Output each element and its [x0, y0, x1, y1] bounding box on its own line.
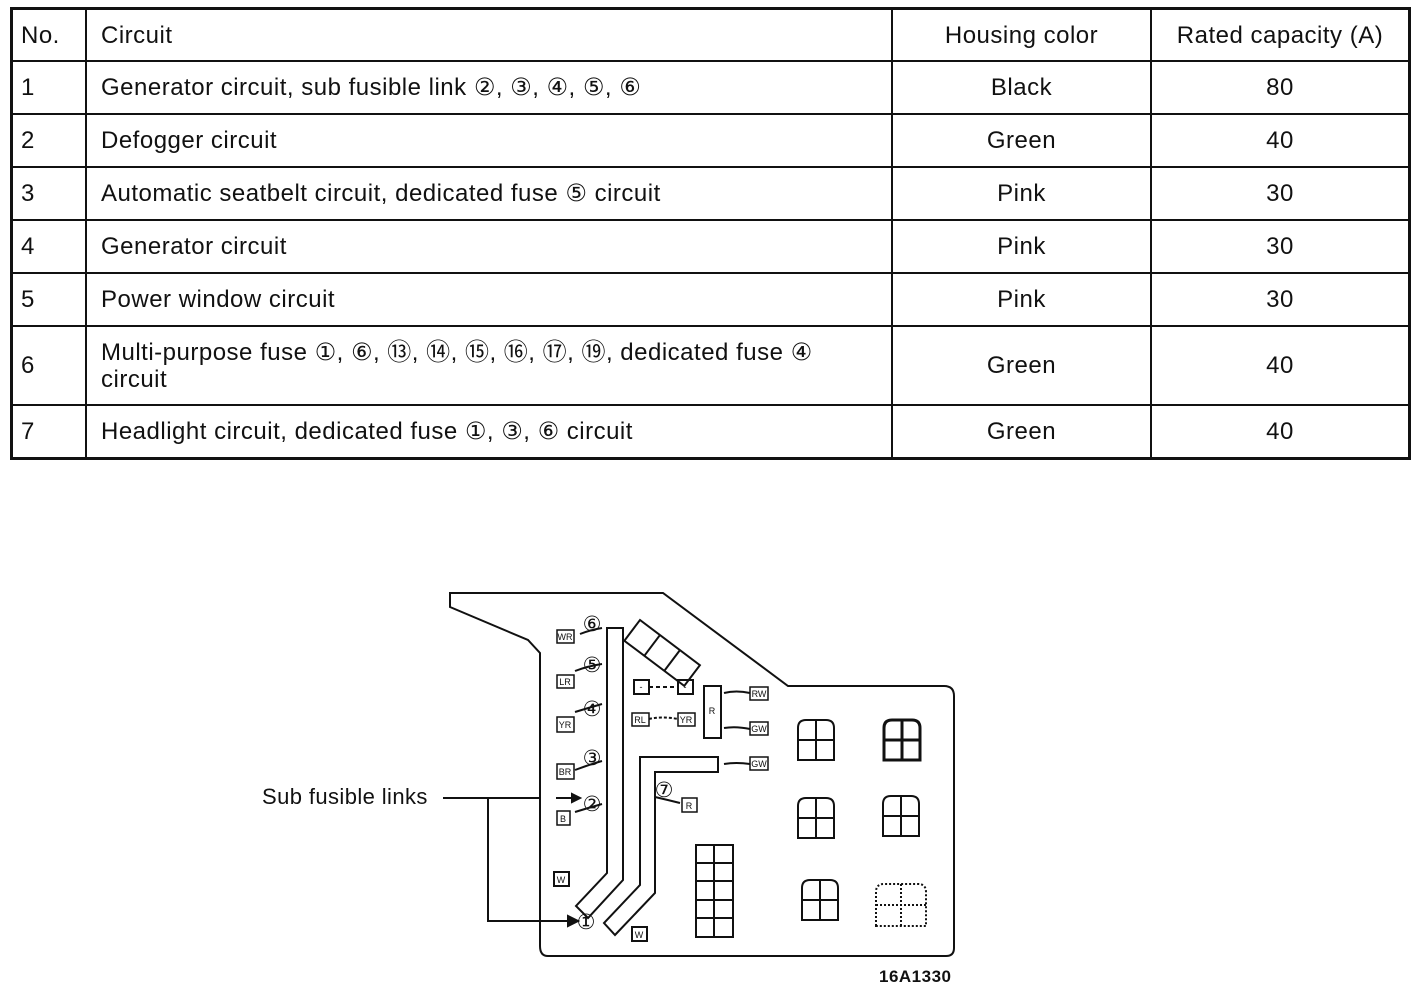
sub-fusible-links-label: Sub fusible links	[262, 784, 428, 809]
cell-rated-capacity: 30	[1150, 272, 1411, 327]
fuse-holder	[801, 879, 839, 921]
table-header-row: No. Circuit Housing color Rated capacity…	[10, 7, 1411, 62]
cell-no: 1	[10, 60, 87, 115]
cell-housing-color: Green	[891, 404, 1152, 460]
wire-tag: W	[631, 926, 648, 942]
fuse-block	[622, 618, 702, 688]
callout-leader	[487, 798, 568, 922]
svg-text:YR: YR	[680, 715, 693, 725]
relay-label: R	[709, 706, 716, 716]
wire-tag: YR	[556, 716, 575, 733]
table-row: 4 Generator circuit Pink 30	[10, 219, 1411, 274]
cell-housing-color: Green	[891, 325, 1152, 406]
svg-text:RW: RW	[752, 689, 767, 699]
wire-tag: GW	[749, 756, 769, 771]
cell-circuit: Headlight circuit, dedicated fuse ①, ③, …	[85, 404, 893, 460]
cell-circuit: Multi-purpose fuse ①, ⑥, ⑬, ⑭, ⑮, ⑯, ⑰, …	[85, 325, 893, 406]
cell-circuit: Defogger circuit	[85, 113, 893, 168]
cell-rated-capacity: 30	[1150, 166, 1411, 221]
callout-arrow	[567, 914, 581, 928]
cell-rated-capacity: 80	[1150, 60, 1411, 115]
table-row: 7 Headlight circuit, dedicated fuse ①, ③…	[10, 404, 1411, 460]
connector-stack	[695, 844, 734, 938]
header-circuit: Circuit	[85, 7, 893, 62]
header-rated-capacity: Rated capacity (A)	[1150, 7, 1411, 62]
table-row: 6 Multi-purpose fuse ①, ⑥, ⑬, ⑭, ⑮, ⑯, ⑰…	[10, 325, 1411, 406]
svg-text:BR: BR	[559, 767, 572, 777]
relay-block	[703, 685, 722, 739]
link-number-7: ⑦	[655, 779, 674, 802]
link-number-4: ④	[583, 698, 602, 721]
cell-no: 3	[10, 166, 87, 221]
link-number-5: ⑤	[583, 654, 602, 677]
cell-housing-color: Pink	[891, 166, 1152, 221]
cell-housing-color: Green	[891, 113, 1152, 168]
cell-rated-capacity: 40	[1150, 404, 1411, 460]
table-row: 5 Power window circuit Pink 30	[10, 272, 1411, 327]
svg-text:RL: RL	[634, 715, 646, 725]
svg-text:WR: WR	[558, 632, 573, 642]
cell-rated-capacity: 30	[1150, 219, 1411, 274]
wire-tag: YR	[677, 712, 696, 727]
connector-label: -	[684, 682, 687, 692]
busbar	[574, 627, 624, 920]
svg-text:W: W	[635, 930, 644, 940]
housing-outline	[449, 592, 955, 957]
wire-tag: RW	[749, 686, 769, 701]
cell-circuit: Generator circuit	[85, 219, 893, 274]
cell-rated-capacity: 40	[1150, 113, 1411, 168]
fuse-holder	[882, 795, 920, 837]
wire-tag: R	[681, 797, 698, 813]
connector-label: -	[640, 682, 643, 692]
header-no: No.	[10, 7, 87, 62]
svg-text:R: R	[686, 801, 693, 811]
cell-housing-color: Pink	[891, 219, 1152, 274]
cell-no: 2	[10, 113, 87, 168]
svg-text:W: W	[557, 875, 566, 885]
wire-tag: W	[553, 871, 570, 887]
svg-text:LR: LR	[559, 677, 571, 687]
cell-housing-color: Black	[891, 60, 1152, 115]
cell-circuit: Generator circuit, sub fusible link ②, ③…	[85, 60, 893, 115]
busbar	[602, 756, 719, 937]
wire-tag: RL	[631, 712, 650, 727]
fuse-holder	[882, 718, 922, 762]
wire-tag: WR	[556, 629, 575, 644]
fuse-holder	[875, 883, 927, 927]
cell-no: 6	[10, 325, 87, 406]
cell-rated-capacity: 40	[1150, 325, 1411, 406]
link-number-1: ①	[577, 911, 596, 934]
cell-circuit: Automatic seatbelt circuit, dedicated fu…	[85, 166, 893, 221]
svg-text:GW: GW	[751, 759, 767, 769]
wire-tag: LR	[556, 674, 575, 689]
link-number-2: ②	[583, 793, 602, 816]
table-row: 3 Automatic seatbelt circuit, dedicated …	[10, 166, 1411, 221]
table-row: 1 Generator circuit, sub fusible link ②,…	[10, 60, 1411, 115]
fusible-link-table: No. Circuit Housing color Rated capacity…	[10, 7, 1411, 460]
wire-tag: B	[556, 810, 571, 826]
cell-no: 5	[10, 272, 87, 327]
cell-housing-color: Pink	[891, 272, 1152, 327]
header-housing-color: Housing color	[891, 7, 1152, 62]
link-number-3: ③	[583, 747, 602, 770]
cell-no: 4	[10, 219, 87, 274]
figure-code: 16A1330	[879, 967, 952, 986]
table-row: 2 Defogger circuit Green 40	[10, 113, 1411, 168]
svg-text:YR: YR	[559, 720, 572, 730]
fuse-holder	[797, 797, 835, 839]
fuse-holder	[797, 719, 835, 761]
link-number-6: ⑥	[583, 613, 602, 636]
wire-tag: GW	[749, 721, 769, 736]
cell-no: 7	[10, 404, 87, 460]
wire-tag: BR	[556, 763, 575, 780]
cell-circuit: Power window circuit	[85, 272, 893, 327]
svg-text:GW: GW	[751, 724, 767, 734]
svg-text:B: B	[560, 814, 566, 824]
